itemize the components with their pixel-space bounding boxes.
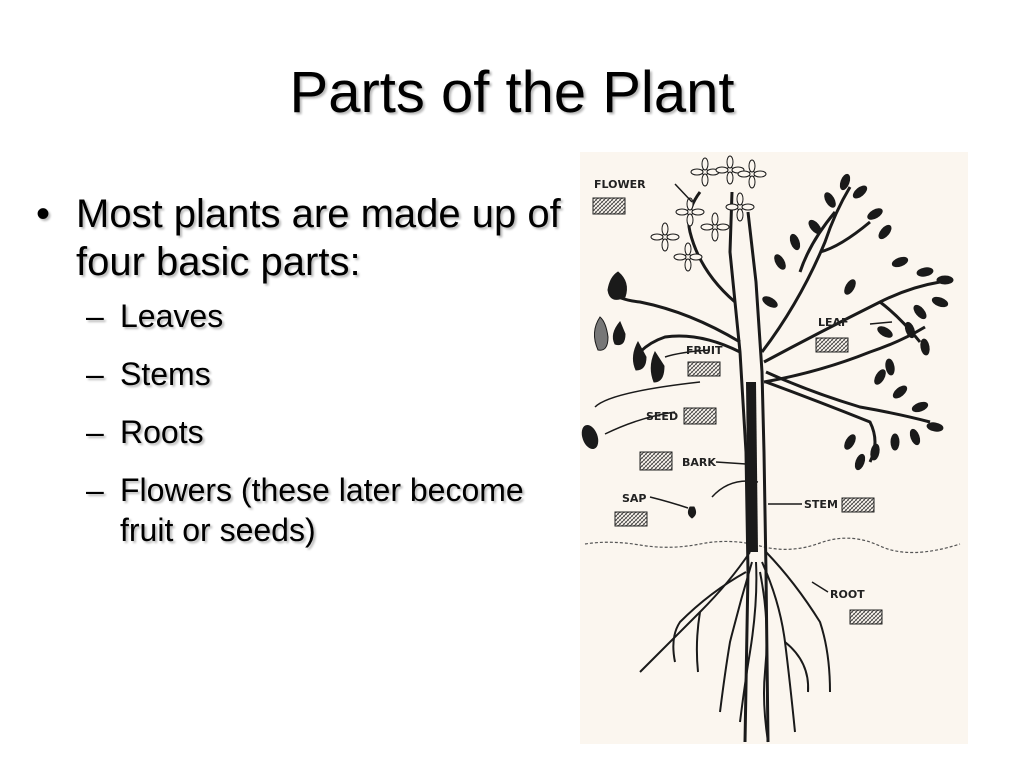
box-sap bbox=[614, 511, 648, 527]
leaves bbox=[762, 173, 954, 471]
bullet-list: • Most plants are made up of four basic … bbox=[30, 190, 570, 568]
main-bullet: • Most plants are made up of four basic … bbox=[30, 190, 570, 286]
box-stem bbox=[841, 497, 875, 513]
label-stem: STEM bbox=[804, 498, 838, 511]
answer-boxes bbox=[592, 197, 883, 625]
label-sap: SAP bbox=[622, 492, 647, 505]
slide-title: Parts of the Plant bbox=[289, 60, 735, 125]
box-flower bbox=[592, 197, 626, 215]
trunk-bark bbox=[746, 382, 758, 552]
label-root: ROOT bbox=[830, 588, 865, 601]
box-fruit bbox=[687, 361, 721, 377]
label-fruit: FRUIT bbox=[686, 344, 723, 357]
label-bark: BARK bbox=[682, 456, 716, 469]
box-root bbox=[849, 609, 883, 625]
label-flower: FLOWER bbox=[594, 178, 646, 191]
bullet-dot: • bbox=[36, 192, 51, 236]
label-leaf: LEAF bbox=[818, 316, 849, 329]
ground-line bbox=[584, 537, 961, 554]
trunk-outline bbox=[728, 191, 770, 743]
label-seed: SEED bbox=[646, 410, 678, 423]
fruits bbox=[581, 271, 697, 519]
box-bark bbox=[639, 451, 673, 471]
sub-bullet-stems: –Stems bbox=[86, 356, 211, 392]
pointer-lines bbox=[594, 183, 893, 593]
box-seed bbox=[683, 407, 717, 425]
roots bbox=[639, 551, 831, 743]
sub-bullet-list: –Leaves –Stems –Roots –Flowers (these la… bbox=[30, 296, 570, 550]
sub-bullet-flowers: –Flowers (these later become fruit or se… bbox=[86, 472, 524, 548]
plant-diagram: FLOWER LEAF FRUIT SEED BARK SAP STEM ROO… bbox=[580, 152, 968, 744]
plant-drawing: FLOWER LEAF FRUIT SEED BARK SAP STEM ROO… bbox=[580, 152, 968, 744]
sub-bullet-leaves: –Leaves bbox=[86, 298, 224, 334]
diagram-background bbox=[580, 152, 968, 744]
sub-bullet-roots: –Roots bbox=[86, 414, 204, 450]
box-leaf bbox=[815, 337, 849, 353]
main-bullet-text: Most plants are made up of four basic pa… bbox=[76, 192, 561, 284]
